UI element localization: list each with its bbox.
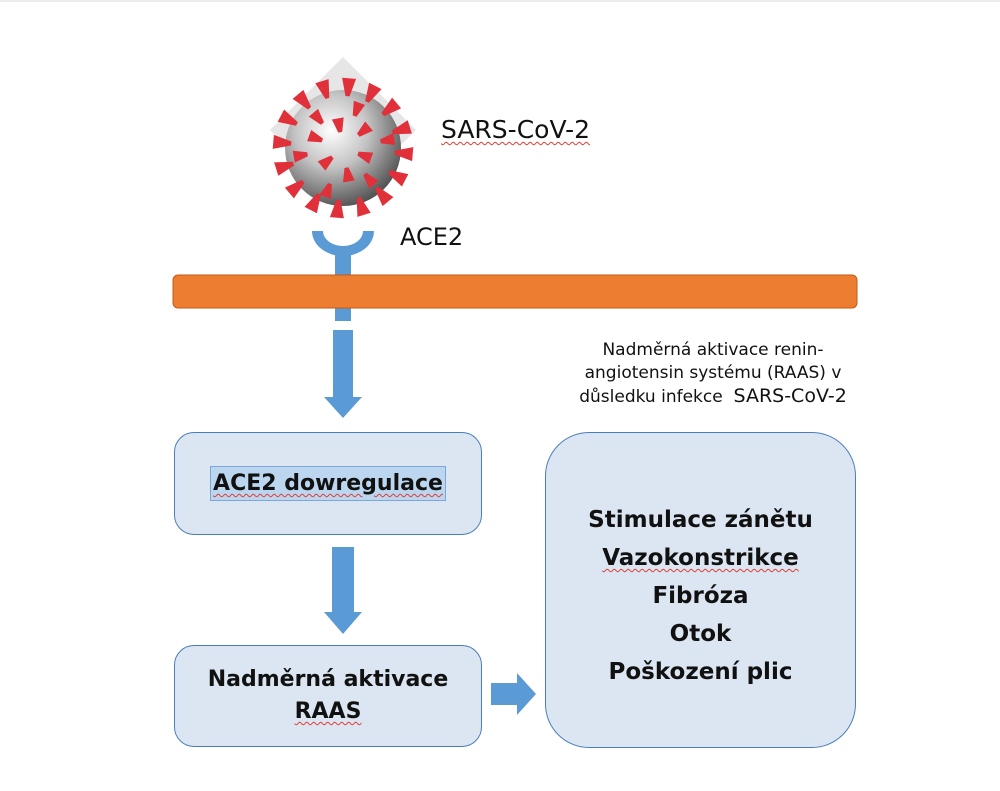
- virus-spike: [374, 186, 394, 207]
- virus-spike: [317, 155, 334, 171]
- effects-list: Stimulace zánětu Vazokonstrikce Fibróza …: [588, 501, 813, 691]
- virus-spike: [277, 109, 298, 126]
- arrow-right: [491, 673, 536, 715]
- ace2-receptor-cup: [312, 231, 374, 256]
- coronavirus-icon: [272, 77, 414, 219]
- virus-spike: [284, 179, 305, 199]
- raas-note-line-1: Nadměrná aktivace renin-: [602, 340, 824, 360]
- effect-item: Otok: [669, 621, 732, 647]
- virus-spike: [356, 197, 371, 217]
- virus-spike: [343, 167, 355, 183]
- virus-spike: [319, 183, 332, 199]
- ace2-downregulation-box: ACE2 dowregulace: [174, 432, 482, 535]
- arrow-down-2: [324, 547, 362, 634]
- virus-spike: [380, 133, 396, 145]
- effect-item: Fibróza: [652, 583, 749, 609]
- virus-spike: [381, 97, 402, 117]
- effect-item: Stimulace zánětu: [588, 507, 813, 533]
- effect-item: Poškození plic: [608, 659, 793, 685]
- virus-spike: [363, 172, 379, 189]
- virus-spike: [331, 117, 344, 133]
- virus-spike: [272, 134, 292, 149]
- virus-spike: [308, 108, 324, 125]
- raas-box-line-2: RAAS: [294, 699, 362, 724]
- arrow-down-1: [324, 330, 362, 418]
- virus-spike: [352, 100, 366, 117]
- virus-spike: [365, 82, 382, 103]
- cell-membrane: [172, 274, 858, 309]
- raas-note-line-2: angiotensin systému (RAAS) v: [584, 363, 842, 383]
- virus-spike: [392, 120, 412, 135]
- raas-note: Nadměrná aktivace renin- angiotensin sys…: [540, 339, 886, 409]
- virus-spike: [307, 130, 323, 143]
- ace2-downregulation-label: ACE2 dowregulace: [210, 466, 446, 501]
- raas-activation-box: Nadměrná aktivace RAAS: [174, 645, 482, 747]
- virus-label: SARS-CoV-2: [441, 115, 591, 144]
- raas-box-line-1: Nadměrná aktivace: [207, 667, 449, 692]
- virus-spike: [357, 151, 374, 164]
- virus-spike: [274, 161, 294, 176]
- virus-spike: [315, 79, 330, 99]
- ace2-label: ACE2: [400, 223, 464, 251]
- virus-spike: [304, 193, 321, 214]
- effects-box: Stimulace zánětu Vazokonstrikce Fibróza …: [545, 432, 856, 748]
- virus-spike: [388, 170, 409, 187]
- raas-note-line-3: důsledku infekce SARS-CoV-2: [579, 385, 847, 407]
- virus-spike: [357, 121, 373, 137]
- effect-item: Vazokonstrikce: [602, 545, 799, 571]
- virus-spike: [394, 147, 414, 162]
- virus-spike: [292, 89, 312, 110]
- virus-spike: [342, 77, 357, 97]
- virus-spike: [329, 199, 344, 219]
- virus-spike: [292, 150, 308, 163]
